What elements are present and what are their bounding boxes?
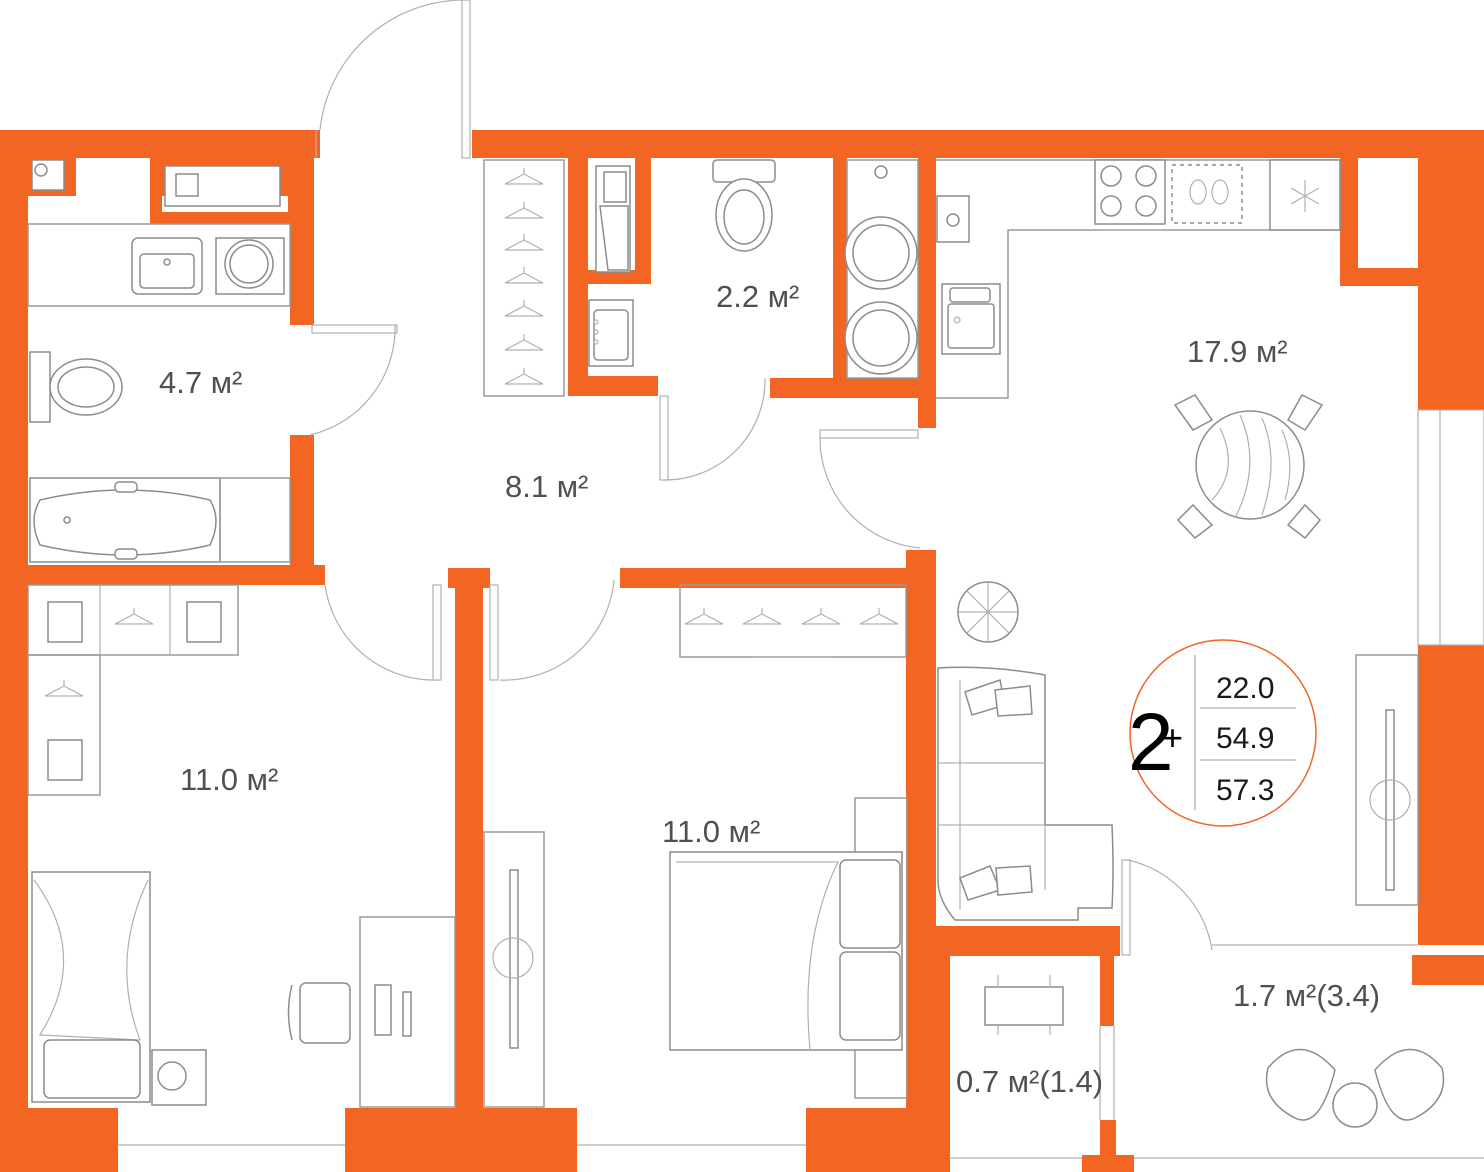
living-room-fixtures	[937, 581, 1419, 921]
washer-icon	[844, 216, 918, 375]
room-labels: 4.7 м² 2.2 м² 8.1 м² 17.9 м² 11.0 м² 11.…	[159, 279, 1380, 1099]
label-hall: 8.1 м²	[505, 469, 588, 504]
hanger-icon	[684, 608, 899, 625]
hanger-icon	[44, 608, 154, 697]
label-toilet: 2.2 м²	[716, 279, 799, 314]
balcony-fixtures	[984, 975, 1445, 1128]
toilet-icon	[712, 159, 776, 252]
sink-icon	[941, 283, 1001, 355]
sink-icon	[131, 237, 203, 295]
toilet-room-fixtures	[588, 159, 919, 379]
bathroom-fixtures	[27, 159, 291, 563]
plant-icon	[957, 581, 1019, 643]
label-bedroom-center: 11.0 м²	[662, 814, 760, 849]
bed	[31, 871, 151, 1103]
washer-icon	[215, 237, 285, 295]
chair	[151, 982, 351, 1106]
bed	[669, 851, 903, 1051]
left-bedroom-fixtures	[27, 584, 456, 1108]
label-balcony-large: 1.7 м²(3.4)	[1233, 978, 1380, 1013]
label-bedroom-left: 11.0 м²	[180, 762, 278, 797]
windows-doors	[118, 0, 1484, 1159]
stove-icon	[1094, 159, 1166, 231]
walls	[0, 130, 1484, 1172]
label-bathroom: 4.7 м²	[159, 365, 242, 400]
dining-table	[1173, 394, 1324, 540]
rooms-count: 2	[1128, 697, 1174, 788]
toilet-icon	[29, 351, 123, 423]
hall-wardrobe	[483, 159, 565, 397]
rooms-plus: +	[1162, 717, 1183, 758]
snowflake-icon	[1269, 159, 1341, 231]
label-balcony-small: 0.7 м²(1.4)	[956, 1064, 1103, 1099]
living-area: 22.0	[1216, 672, 1274, 705]
center-bedroom-fixtures	[483, 584, 908, 1108]
bathtub-icon	[29, 477, 291, 563]
total-area: 54.9	[1216, 722, 1274, 755]
total-with-balcony: 57.3	[1216, 774, 1274, 807]
sofa	[937, 666, 1114, 921]
label-kitchen-living: 17.9 м²	[1187, 334, 1288, 369]
kitchen-fixtures	[936, 159, 1341, 540]
summary-badge: 2 + 22.0 54.9 57.3	[1128, 639, 1317, 827]
hanger-icon	[504, 168, 544, 385]
